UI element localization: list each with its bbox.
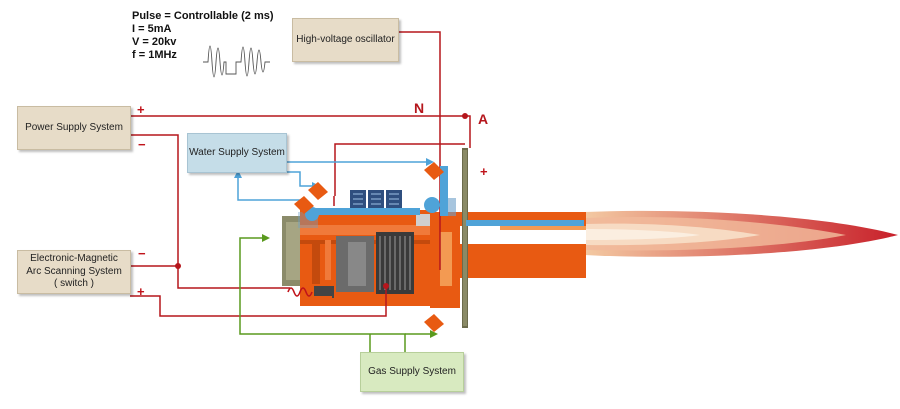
water-lines: [237, 161, 426, 201]
node-n-label: N: [414, 100, 425, 116]
frequency-spec: f = 1MHz: [132, 49, 177, 61]
orange-connectors: [294, 162, 444, 332]
plasma-flame: [585, 210, 898, 257]
arc-minus-sign: −: [138, 246, 146, 261]
gas-arrows: [262, 234, 438, 338]
arc-scanning-label: Electronic-Magnetic Arc Scanning System …: [26, 253, 122, 290]
oscillator-label: High-voltage oscillator: [296, 33, 395, 45]
current-spec: I = 5mA: [132, 23, 172, 35]
wire-junctions: [175, 113, 468, 289]
voltage-spec: V = 20kv: [132, 36, 177, 48]
water-supply-box: Water Supply System: [187, 133, 287, 173]
coolant-fittings: [305, 166, 584, 226]
power-supply-box: Power Supply System: [17, 106, 131, 150]
gas-supply-label: Gas Supply System: [368, 365, 456, 377]
coil: [287, 287, 313, 297]
gas-supply-box: Gas Supply System: [360, 352, 464, 392]
plasma-torch-body: [282, 148, 586, 328]
pulse-waveform: [203, 45, 270, 78]
water-supply-label: Water Supply System: [189, 146, 285, 158]
heat-exchanger: [350, 190, 402, 210]
pulse-spec-block: Pulse = Controllable (2 ms) I = 5mA V = …: [132, 10, 274, 62]
anode-plus-sign: +: [480, 164, 488, 179]
oscillator-box: High-voltage oscillator: [292, 18, 399, 62]
power-supply-label: Power Supply System: [25, 121, 123, 133]
power-minus-sign: −: [138, 137, 146, 152]
gas-lines: [239, 237, 430, 352]
pulse-spec: Pulse = Controllable (2 ms): [132, 10, 274, 22]
node-a-label: A: [478, 111, 489, 127]
arc-plus-sign: +: [137, 284, 145, 299]
arc-scanning-box: Electronic-Magnetic Arc Scanning System …: [17, 250, 131, 294]
power-plus-sign: +: [137, 102, 145, 117]
